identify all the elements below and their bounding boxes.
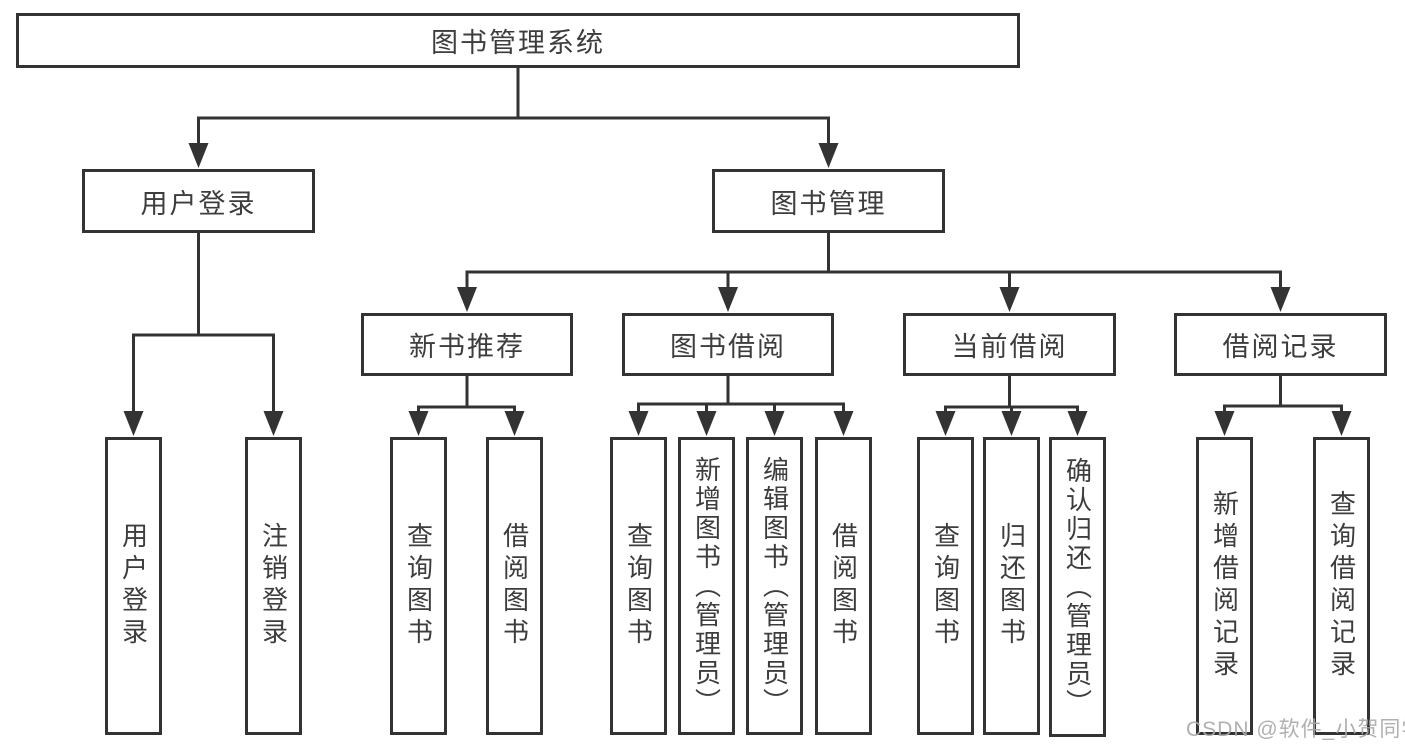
leaf-current-confirm-return-admin: 确认归还（管理员）	[1049, 437, 1106, 737]
node-borrow-records: 借阅记录	[1174, 313, 1387, 376]
leaf-borrow-query-books: 查询图书	[610, 437, 667, 735]
leaf-current-query-books: 查询图书	[917, 437, 974, 735]
node-label: 图书借阅	[670, 332, 786, 362]
leaf-logout-login: 注销登录	[245, 437, 302, 735]
leaf-label: 用户登录	[118, 522, 149, 650]
node-label: 新书推荐	[409, 332, 525, 362]
leaf-label: 借阅图书	[828, 522, 859, 650]
node-book-borrow: 图书借阅	[622, 313, 834, 376]
leaf-borrow-add-books-admin: 新增图书（管理员）	[678, 437, 735, 735]
leaf-label: 新增图书（管理员）	[691, 455, 722, 717]
node-book-management: 图书管理	[712, 169, 945, 233]
leaf-label: 查询图书	[930, 522, 961, 650]
leaf-label: 查询借阅记录	[1326, 490, 1357, 682]
leaf-current-return-books: 归还图书	[983, 437, 1040, 735]
node-new-book-recommend: 新书推荐	[361, 313, 573, 376]
leaf-label: 借阅图书	[499, 522, 530, 650]
leaf-newbooks-borrow-books: 借阅图书	[486, 437, 543, 735]
leaf-label: 查询图书	[623, 522, 654, 650]
leaf-label: 查询图书	[403, 522, 434, 650]
node-library-management-system: 图书管理系统	[16, 13, 1020, 68]
leaf-records-add-borrow-record: 新增借阅记录	[1196, 437, 1253, 735]
leaf-label: 确认归还（管理员）	[1062, 456, 1093, 718]
node-current-borrow: 当前借阅	[903, 313, 1116, 376]
leaf-newbooks-query-books: 查询图书	[390, 437, 447, 735]
leaf-label: 注销登录	[258, 522, 289, 650]
node-label: 用户登录	[140, 188, 257, 219]
leaf-label: 新增借阅记录	[1209, 490, 1240, 682]
csdn-watermark: CSDN @软件_小贺同学	[1186, 718, 1405, 741]
leaf-label: 编辑图书（管理员）	[759, 455, 790, 717]
leaf-records-query-borrow-record: 查询借阅记录	[1313, 437, 1370, 735]
node-user-login: 用户登录	[82, 169, 315, 233]
node-label: 图书管理系统	[431, 28, 605, 58]
leaf-borrow-borrow-books: 借阅图书	[815, 437, 872, 735]
node-label: 当前借阅	[951, 332, 1068, 362]
leaf-borrow-edit-books-admin: 编辑图书（管理员）	[746, 437, 803, 735]
leaf-user-login: 用户登录	[105, 437, 162, 735]
leaf-label: 归还图书	[996, 522, 1027, 650]
node-label: 借阅记录	[1222, 332, 1339, 362]
node-label: 图书管理	[770, 188, 887, 219]
